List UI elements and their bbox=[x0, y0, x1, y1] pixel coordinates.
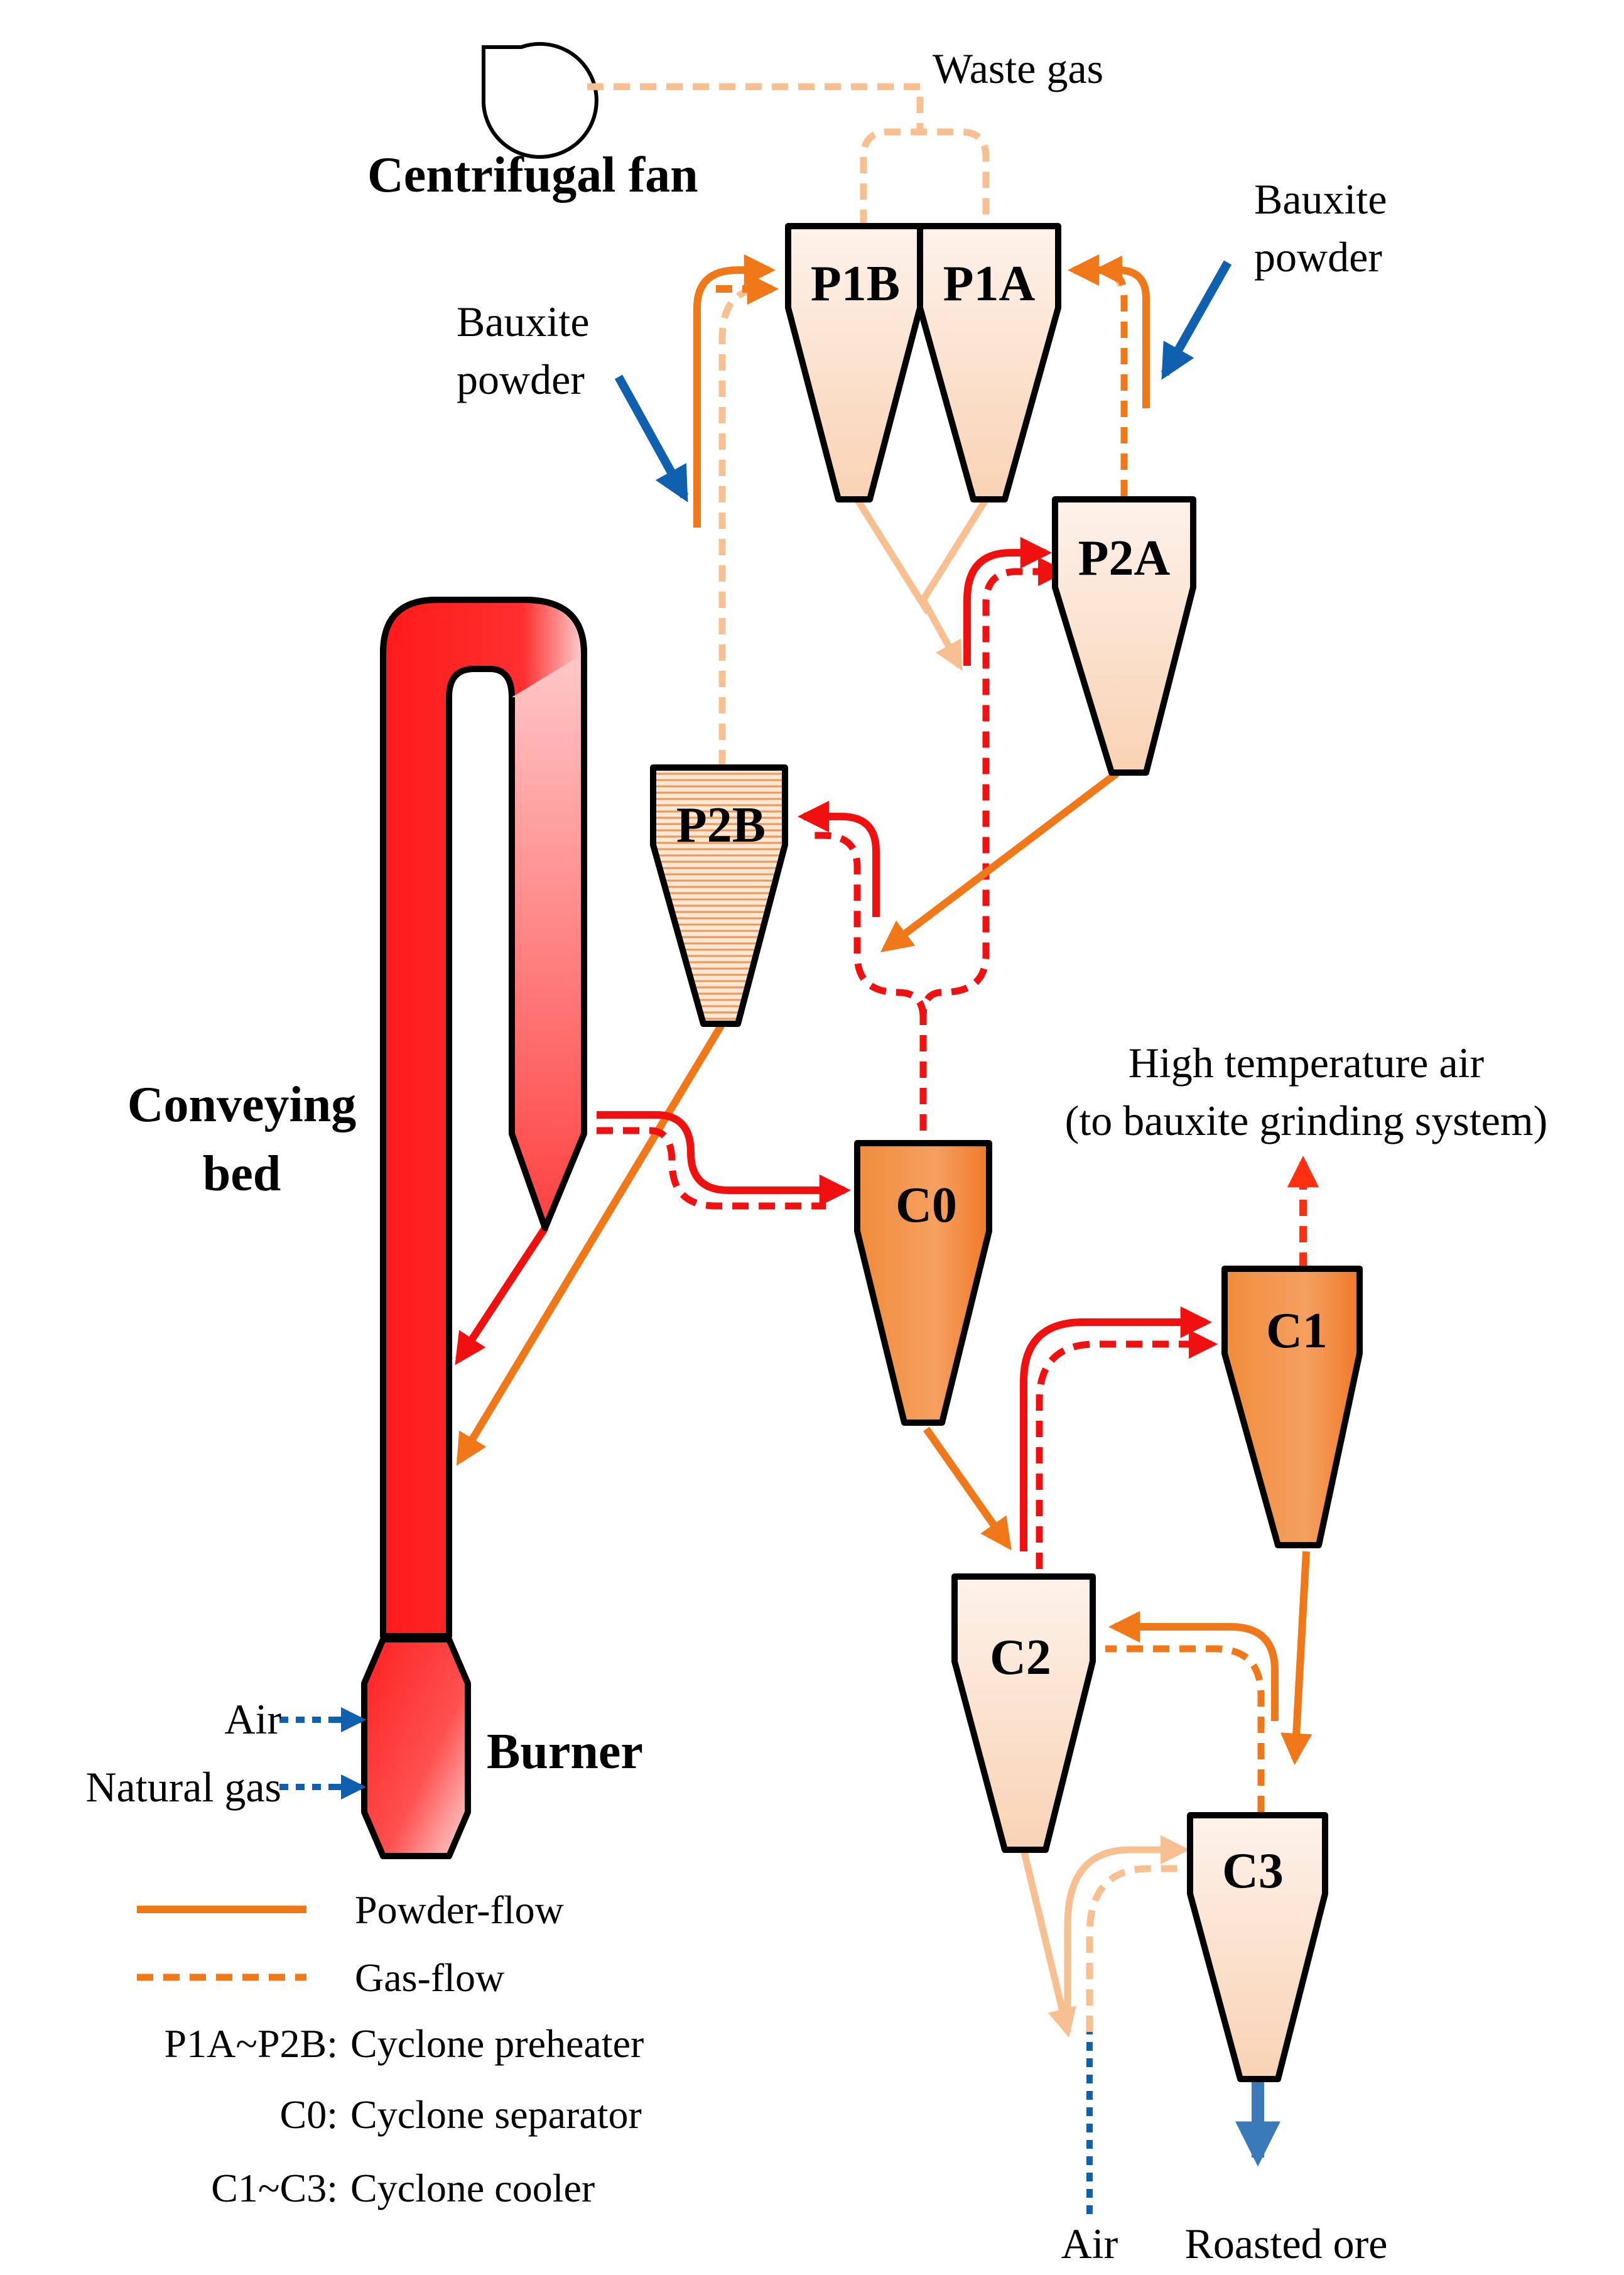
c0-to-c2-powder bbox=[923, 1426, 1012, 1551]
legend-key-preheater: P1A~P2B: bbox=[165, 2021, 338, 2066]
bauxite-label-left-1: Bauxite bbox=[457, 298, 590, 345]
legend-val-separator: Cyclone separator bbox=[350, 2092, 642, 2137]
conveying-bed-label-2: bed bbox=[203, 1146, 281, 1202]
bauxite-label-left-2: powder bbox=[457, 356, 585, 403]
conveying-bed-label-1: Conveying bbox=[127, 1077, 357, 1132]
conveying-bed-riser bbox=[380, 597, 587, 1639]
bauxite-feed-left-arrow bbox=[614, 374, 689, 502]
cyclone-p1a bbox=[917, 223, 1061, 502]
cyclone-c3 bbox=[1187, 1812, 1328, 2082]
p1b-label: P1B bbox=[811, 256, 900, 312]
bauxite-feed-right-arrow bbox=[1161, 260, 1232, 380]
air-inlet-label: Air bbox=[224, 1695, 281, 1743]
legend: Powder-flow Gas-flow P1A~P2B: Cyclone pr… bbox=[137, 1887, 644, 2210]
bed-to-riser-arrow bbox=[455, 1225, 549, 1366]
p1-powder-to-riser bbox=[854, 497, 989, 671]
p2b-to-p1b-flow bbox=[693, 254, 779, 766]
waste-gas-label: Waste gas bbox=[933, 45, 1103, 92]
c0-to-p2-gas bbox=[797, 536, 1068, 1131]
bauxite-label-right-2: powder bbox=[1254, 233, 1382, 281]
p2a-to-p1a-flow bbox=[1067, 254, 1150, 496]
burner-label: Burner bbox=[487, 1724, 643, 1779]
roasted-ore-label: Roasted ore bbox=[1185, 2220, 1388, 2267]
burner-vessel bbox=[361, 1636, 471, 1859]
p2a-powder-out bbox=[880, 769, 1120, 953]
bauxite-label-right-1: Bauxite bbox=[1254, 175, 1387, 223]
p2a-label: P2A bbox=[1078, 531, 1171, 586]
p2b-powder-to-riser bbox=[456, 1021, 726, 1466]
p1a-label: P1A bbox=[943, 256, 1036, 312]
c3-label: C3 bbox=[1222, 1843, 1284, 1899]
waste-gas-line bbox=[587, 83, 990, 226]
cyclone-p2a bbox=[1052, 496, 1196, 776]
cyclone-c2 bbox=[951, 1573, 1096, 1853]
c2-powder-down bbox=[1020, 1849, 1076, 2038]
c1-powder-down bbox=[1280, 1551, 1313, 1766]
legend-val-cooler: Cyclone cooler bbox=[350, 2166, 595, 2210]
c2-label: C2 bbox=[990, 1630, 1051, 1685]
air-bottom-label: Air bbox=[1061, 2220, 1118, 2267]
legend-gas-label: Gas-flow bbox=[355, 1955, 504, 2000]
cyclone-p2b bbox=[650, 764, 788, 1027]
centrifugal-fan-label: Centrifugal fan bbox=[367, 148, 698, 203]
c2-to-c1-flow bbox=[1020, 1306, 1218, 1595]
cyclone-c1 bbox=[1221, 1266, 1363, 1548]
hot-air-label-2: (to bauxite grinding system) bbox=[1065, 1097, 1548, 1144]
c1-label: C1 bbox=[1266, 1303, 1328, 1359]
centrifugal-fan-icon bbox=[482, 41, 598, 159]
legend-powder-label: Powder-flow bbox=[355, 1887, 564, 1932]
c3-to-c2-flow bbox=[1105, 1610, 1279, 1812]
natural-gas-label: Natural gas bbox=[85, 1763, 281, 1811]
legend-key-cooler: C1~C3: bbox=[211, 2166, 338, 2210]
p2b-label: P2B bbox=[676, 798, 766, 853]
cyclone-c0 bbox=[854, 1140, 992, 1426]
legend-key-separator: C0: bbox=[280, 2092, 338, 2137]
c0-label: C0 bbox=[896, 1178, 957, 1233]
bed-to-c0-flow bbox=[597, 1111, 852, 1210]
legend-val-preheater: Cyclone preheater bbox=[350, 2021, 644, 2066]
c3-air-inlet bbox=[1064, 1835, 1190, 2032]
hot-air-label-1: High temperature air bbox=[1129, 1039, 1485, 1087]
